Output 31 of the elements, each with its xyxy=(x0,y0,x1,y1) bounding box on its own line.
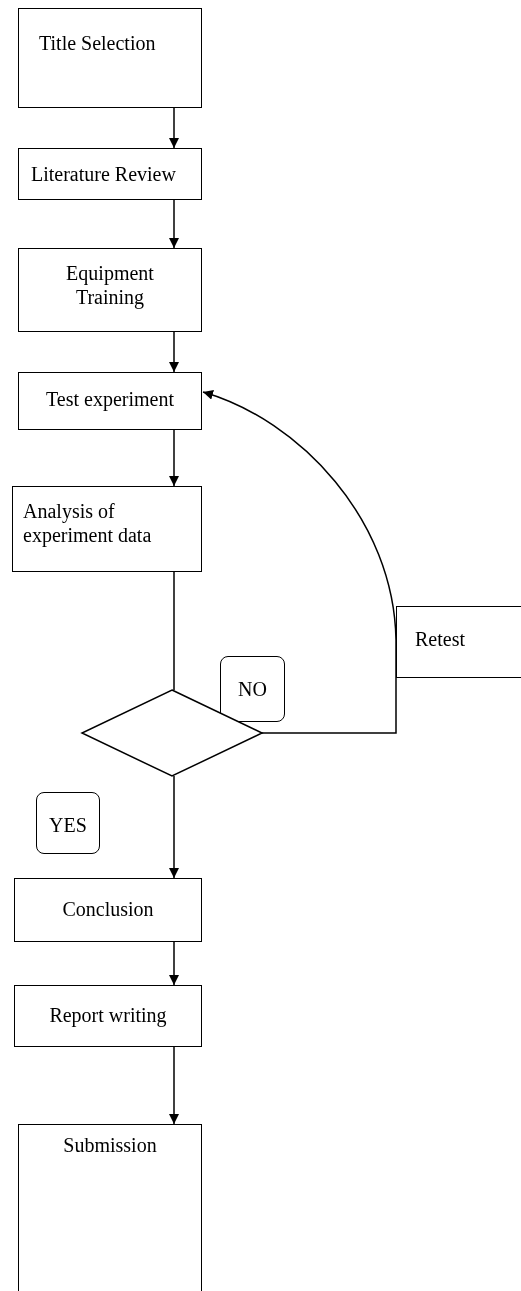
arrow xyxy=(169,941,179,986)
step-text: Submission xyxy=(62,1133,158,1157)
arrow xyxy=(169,331,179,373)
step-text: Report writing xyxy=(48,1003,168,1027)
process-box xyxy=(18,148,202,200)
connector-line xyxy=(173,571,175,691)
step-text: Analysis of experiment data xyxy=(23,499,153,547)
label-box xyxy=(36,792,100,854)
step-text: Conclusion xyxy=(61,897,155,921)
arrow xyxy=(169,199,179,249)
step-text: Retest xyxy=(415,627,466,651)
step-text: YES xyxy=(48,813,88,837)
process-box xyxy=(14,985,202,1047)
arrow xyxy=(169,107,179,149)
process-box xyxy=(18,372,202,430)
process-box xyxy=(12,486,202,572)
process-box xyxy=(14,878,202,942)
arrow xyxy=(169,429,179,487)
process-box xyxy=(18,8,202,108)
process-box xyxy=(18,1124,202,1291)
label-box xyxy=(220,656,285,722)
arrow xyxy=(202,390,397,734)
step-text: NO xyxy=(237,677,268,701)
step-text: Title Selection xyxy=(39,31,157,55)
process-box xyxy=(18,248,202,332)
step-text: Equipment Training xyxy=(65,261,155,309)
arrow xyxy=(169,775,179,879)
step-text: Test experiment xyxy=(45,387,175,411)
arrow xyxy=(169,1046,179,1125)
process-box xyxy=(396,606,521,678)
step-text: Literature Review xyxy=(31,162,177,186)
